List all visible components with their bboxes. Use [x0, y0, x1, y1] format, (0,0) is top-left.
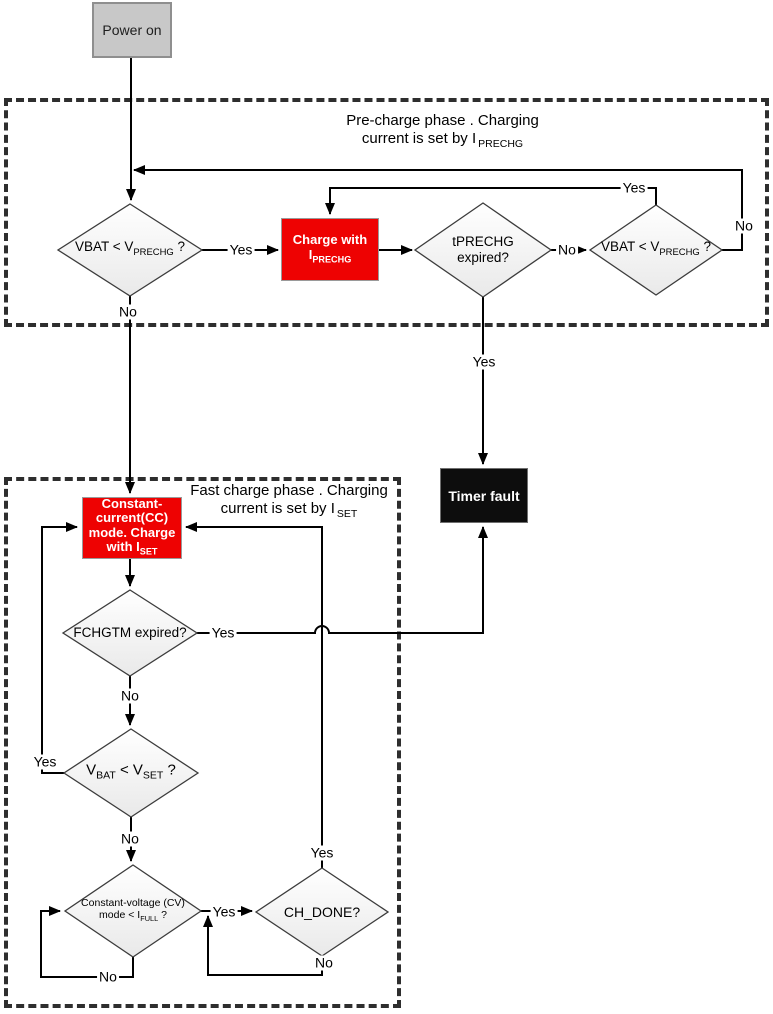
cc-line1: Constant-	[101, 495, 163, 511]
edge-fchgtm-yes	[197, 526, 488, 634]
decision-vbat-vset-label: VBAT < VSET ?	[86, 761, 176, 782]
edge-label-cv-no: No	[97, 968, 119, 985]
edge-label-vbat1-yes: Yes	[227, 241, 255, 258]
fastcharge-phase-container	[4, 477, 401, 1008]
edge-label-chdone-yes: Yes	[308, 844, 336, 861]
decision-tprechg-label: tPRECHG expired?	[452, 234, 514, 265]
decision-vbat-precharg-1-label: VBAT < VPRECHG ?	[74, 239, 186, 258]
decision-cv-mode-shape	[63, 864, 203, 958]
edge-label-cv-yes: Yes	[210, 903, 238, 920]
edge-label-vbat2-yes: Yes	[620, 179, 648, 196]
decision-tprechg-shape	[413, 202, 553, 298]
edge-vbat2-no-loop	[133, 165, 743, 251]
timer-fault-box: Timer fault	[440, 468, 528, 523]
decision-vbat-precharg-2-shape	[588, 204, 724, 296]
decision-fchgtm-label: FCHGTM expired?	[73, 625, 187, 640]
cc-line2: current(CC)	[95, 510, 169, 526]
edge-vbat2-yes-loop	[325, 187, 657, 215]
process-cc-mode-charge: Constant- current(CC) mode. Charge with …	[82, 495, 182, 559]
charge-prechg-line2: IPRECHG	[308, 246, 352, 265]
cc-line3: mode. Charge	[88, 524, 176, 540]
edge-label-vset-yes: Yes	[31, 753, 59, 770]
edge-vset-yes-loop	[41, 522, 78, 774]
edge-label-vbat1-no: No	[117, 303, 139, 320]
charge-prechg-line1: Charge with	[292, 231, 368, 247]
power-on-label: Power on	[102, 22, 162, 38]
edge-chdone-yes-loop	[185, 522, 323, 868]
edge-label-chdone-no: No	[313, 954, 335, 971]
edge-label-tprechg-no: No	[556, 241, 578, 258]
power-on-box: Power on	[92, 2, 172, 58]
decision-vbat-precharg-2-label: VBAT < VPRECHG ?	[600, 239, 712, 258]
decision-vbat-precharg-1-shape	[56, 203, 204, 297]
edge-label-fchgtm-no: No	[119, 687, 141, 704]
process-charge-with-iprechg: Charge with IPRECHG	[281, 218, 379, 281]
precharge-phase-title: Pre-charge phase . Charging current is s…	[346, 112, 539, 150]
edge-label-vset-no: No	[119, 830, 141, 847]
decision-vbat-vset-shape	[62, 728, 200, 818]
fastcharge-phase-title: Fast charge phase . Charging current is …	[190, 482, 388, 520]
edge-label-vbat2-no: No	[733, 217, 755, 234]
decision-chdone-label: CH_DONE?	[283, 904, 361, 920]
edge-label-tprechg-yes: Yes	[470, 353, 498, 370]
precharge-phase-container	[4, 98, 769, 327]
timer-fault-label: Timer fault	[448, 487, 520, 504]
decision-fchgtm-shape	[61, 589, 199, 677]
decision-cv-mode-label: Constant-voltage (CV) mode < IFULL ?	[81, 896, 185, 924]
edge-label-fchgtm-yes: Yes	[209, 624, 237, 641]
edge-cv-no-loop	[40, 906, 134, 978]
cc-line4: with ISET	[106, 539, 158, 557]
